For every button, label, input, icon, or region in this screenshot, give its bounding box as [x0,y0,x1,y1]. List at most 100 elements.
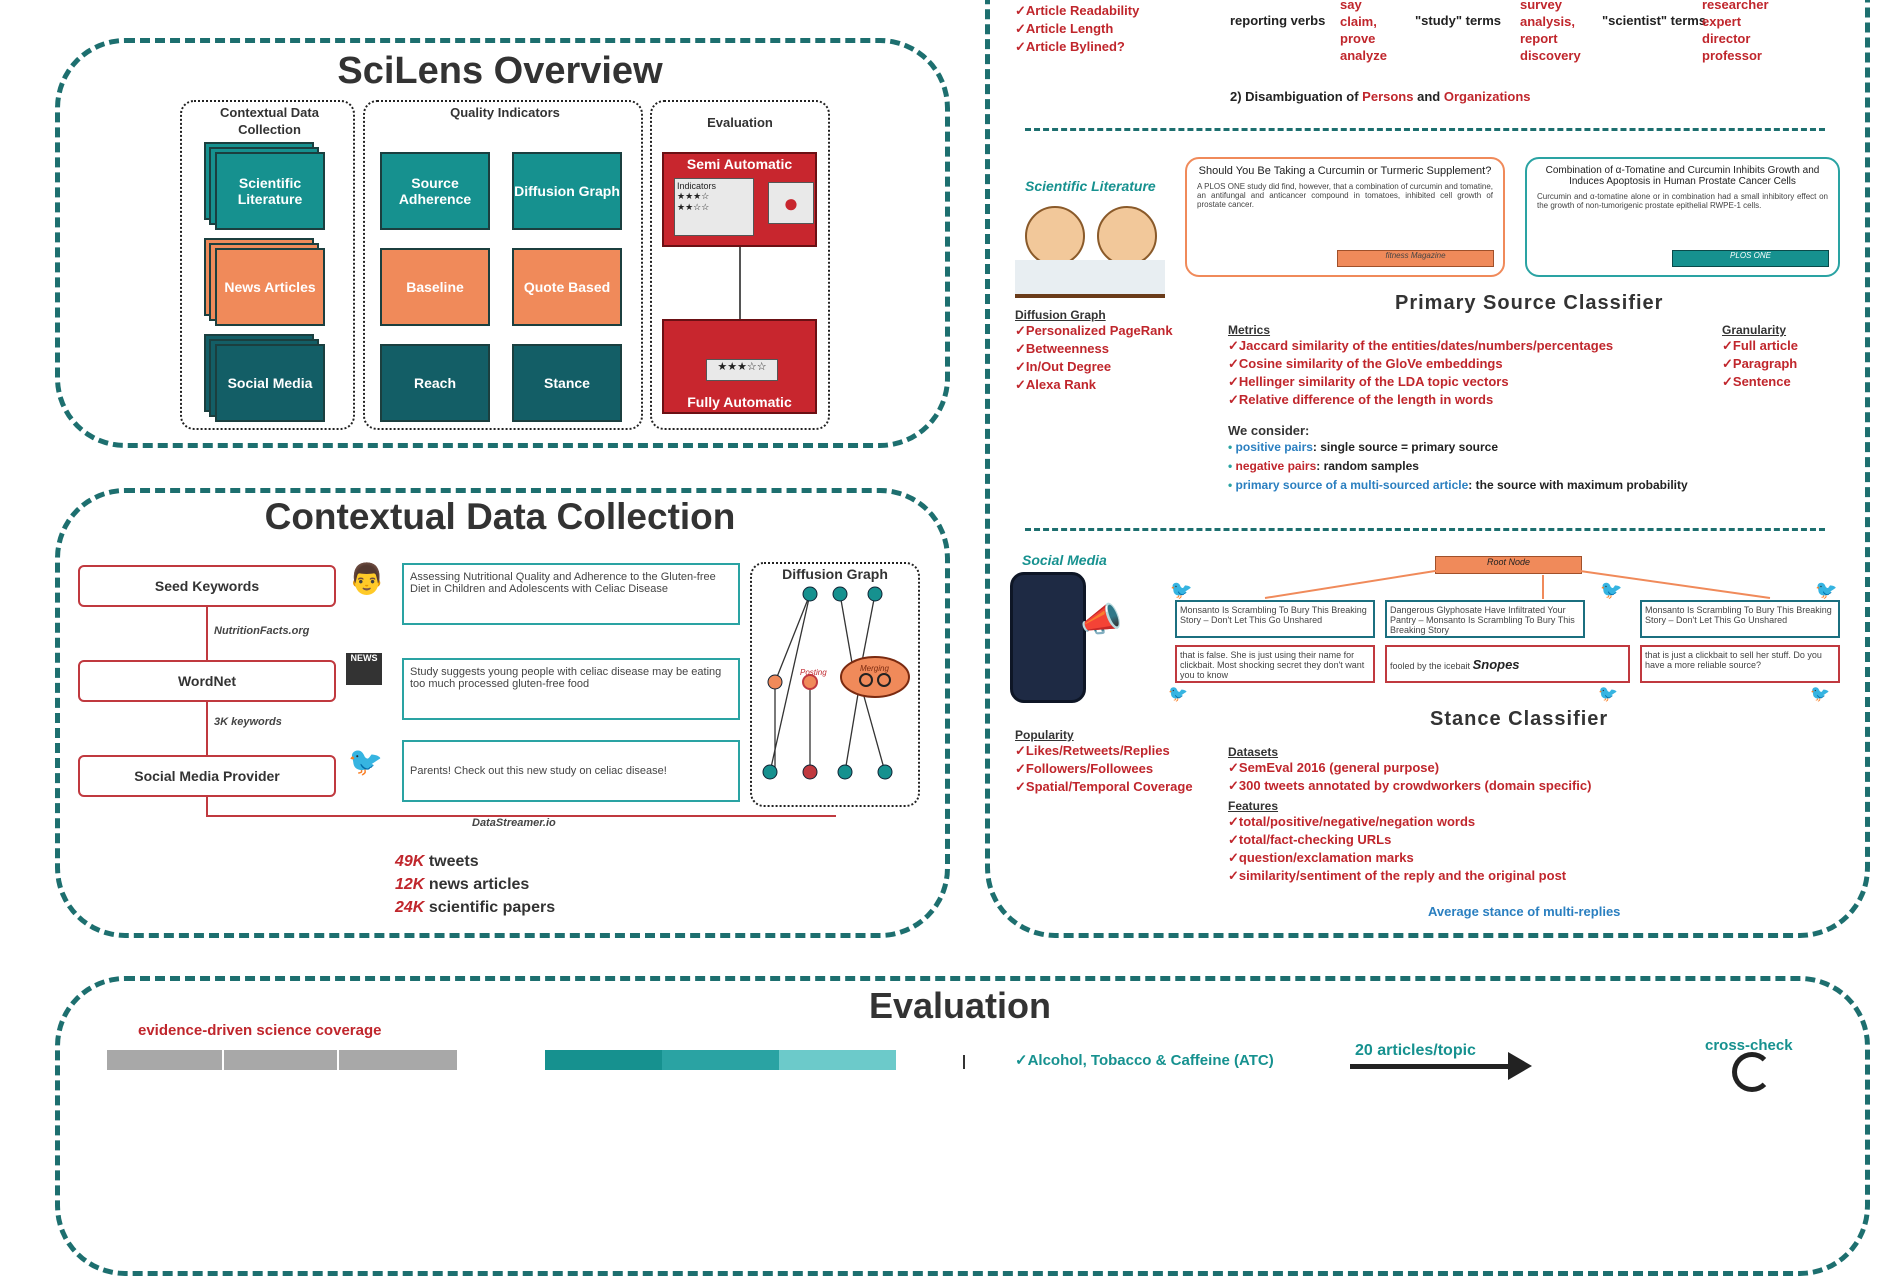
card2-source: PLOS ONE [1672,250,1829,267]
gray-bar-divider [337,1050,339,1070]
granularity-item: Full article [1722,337,1798,355]
feature-item: total/positive/negative/negation words [1228,813,1591,831]
stars-icon: ★★☆☆ [677,202,710,212]
root-node-label: Root Node [1435,556,1582,574]
consider-key: negative pairs [1235,459,1317,473]
contextual-box: Contextual Data Collection [180,100,355,430]
news-card: Study suggests young people with celiac … [402,658,740,720]
scientist-term: researcher [1702,0,1769,12]
check-length: Article Length [1015,20,1139,38]
bird-icon: 🐦 [1810,686,1830,703]
verb: analyze [1340,48,1387,63]
stat-news: 12K news articles [395,873,555,896]
article-checks: Article Readability Article Length Artic… [1015,2,1139,56]
flow-line [206,702,208,757]
collection-title: Contextual Data Collection [264,496,736,537]
evaluation-title: Evaluation [868,985,1052,1026]
feature-item: similarity/sentiment of the reply and th… [1228,867,1591,885]
wordnet-label: WordNet [177,673,237,689]
bird-icon: 🐦 [1168,686,1188,703]
bird-icon: 🐦 [1815,580,1838,600]
posting-label: Posting [800,668,827,677]
indicators-label: Indicators [677,181,717,191]
quality-head: Quality Indicators [450,105,560,120]
scientist-list: researcher expert director professor [1702,0,1769,64]
paper-text: Assessing Nutritional Quality and Adhere… [410,571,716,595]
arrow-line [1350,1064,1515,1069]
semi-automatic-card: Semi Automatic Indicators ★★★☆ ★★☆☆ ● [662,152,817,247]
contextual-collection-panel [55,488,950,938]
scilens-overview-panel [55,38,950,448]
scientist-term: professor [1702,48,1762,63]
tweet-box: Dangerous Glyphosate Have Infiltrated Yo… [1385,600,1585,638]
granularity-item: Paragraph [1722,355,1798,373]
social-provider-label: Social Media Provider [134,768,280,784]
diffusion-head: Diffusion Graph [1015,308,1106,322]
phone-illustration [1010,572,1086,703]
contextual-head: Contextual Data Collection [220,105,319,137]
atc-check: Alcohol, Tobacco & Caffeine (ATC) [1015,1052,1274,1070]
popularity-item: Likes/Retweets/Replies [1015,742,1193,760]
check-readability: Article Readability [1015,2,1139,20]
card-diffusion-graph: Diffusion Graph [512,152,622,230]
datasets-list: Datasets SemEval 2016 (general purpose) … [1228,745,1591,885]
arrow-head-icon [1508,1052,1532,1080]
verb: say [1340,0,1362,12]
and-term: and [1413,89,1444,104]
disambiguation-line: 2) Disambiguation of Persons and Organiz… [1230,89,1531,104]
diffusion-graph-svg [762,586,910,780]
dataset-item: 300 tweets annotated by crowdworkers (do… [1228,777,1592,795]
fitness-article-card: Should You Be Taking a Curcumin or Turme… [1185,157,1505,277]
scientist-icon: 👨 [348,563,386,596]
scientist-term: expert [1702,14,1742,29]
stat-papers: 24K scientific papers [395,896,555,919]
study-list: survey analysis, report discovery [1520,0,1581,64]
primary-classifier-title: Primary Source Classifier [1395,292,1664,314]
news-text: Study suggests young people with celiac … [410,666,722,690]
consider-item: primary source of a multi-sourced articl… [1228,476,1688,495]
merging-label: Merging [860,664,889,673]
tweet-box: Monsanto Is Scrambling To Bury This Brea… [1175,600,1375,638]
reporting-verbs-label: reporting verbs [1230,13,1326,28]
root-node-text: Root Node [1486,557,1531,567]
eval-connector [739,247,741,319]
consider-head: We consider: [1228,423,1310,438]
diffusion-item: Betweenness [1015,340,1173,358]
tweet-text: Parents! Check out this new study on cel… [410,765,667,777]
quality-box: Quality Indicators [363,100,643,430]
consider-val: : single source = primary source [1312,440,1498,454]
paper-card: Assessing Nutritional Quality and Adhere… [402,563,740,625]
feature-item: question/exclamation marks [1228,849,1591,867]
section-divider [1025,528,1825,531]
diffusion-graph-box: Diffusion Graph [750,562,920,807]
consider-key: positive pairs [1235,440,1313,454]
popularity-item: Followers/Followees [1015,760,1193,778]
stat-label: news articles [428,876,530,893]
flow-line [206,815,836,817]
metrics-head: Metrics [1228,323,1271,337]
seed-keywords-box: Seed Keywords [78,565,336,607]
card-reach: Reach [380,344,490,422]
plos-article-card: Combination of α-Tomatine and Curcumin I… [1525,157,1840,277]
reply-box: that is false. She is just using their n… [1175,645,1375,683]
card-source-adherence: Source Adherence [380,152,490,230]
social-media-label: Social Media [1022,552,1107,568]
flow-line [206,607,208,662]
study-term: report [1520,31,1558,46]
diffusion-metrics: Diffusion Graph Personalized PageRank Be… [1015,308,1173,394]
average-stance: Average stance of multi-replies [1428,904,1621,919]
articles-per-topic: 20 articles/topic [1355,1042,1476,1059]
bird-icon: 🐦 [1170,580,1193,600]
flow-line [206,797,208,815]
nutritionfacts-label: NutritionFacts.org [214,625,310,637]
teal-bar [662,1050,779,1070]
diffusion-graph-head: Diffusion Graph [782,566,888,582]
card-social-media: Social Media [215,344,325,422]
card-news-articles: News Articles [215,248,325,326]
card-quote-based: Quote Based [512,248,622,326]
scientist-term: director [1702,31,1751,46]
fully-automatic-card: ★★★☆☆ Fully Automatic [662,319,817,414]
card2-body: Curcumin and α-tomatine alone or in comb… [1537,192,1828,210]
coverage-label: evidence-driven science coverage [138,1022,382,1039]
overview-title: SciLens Overview [337,50,663,92]
